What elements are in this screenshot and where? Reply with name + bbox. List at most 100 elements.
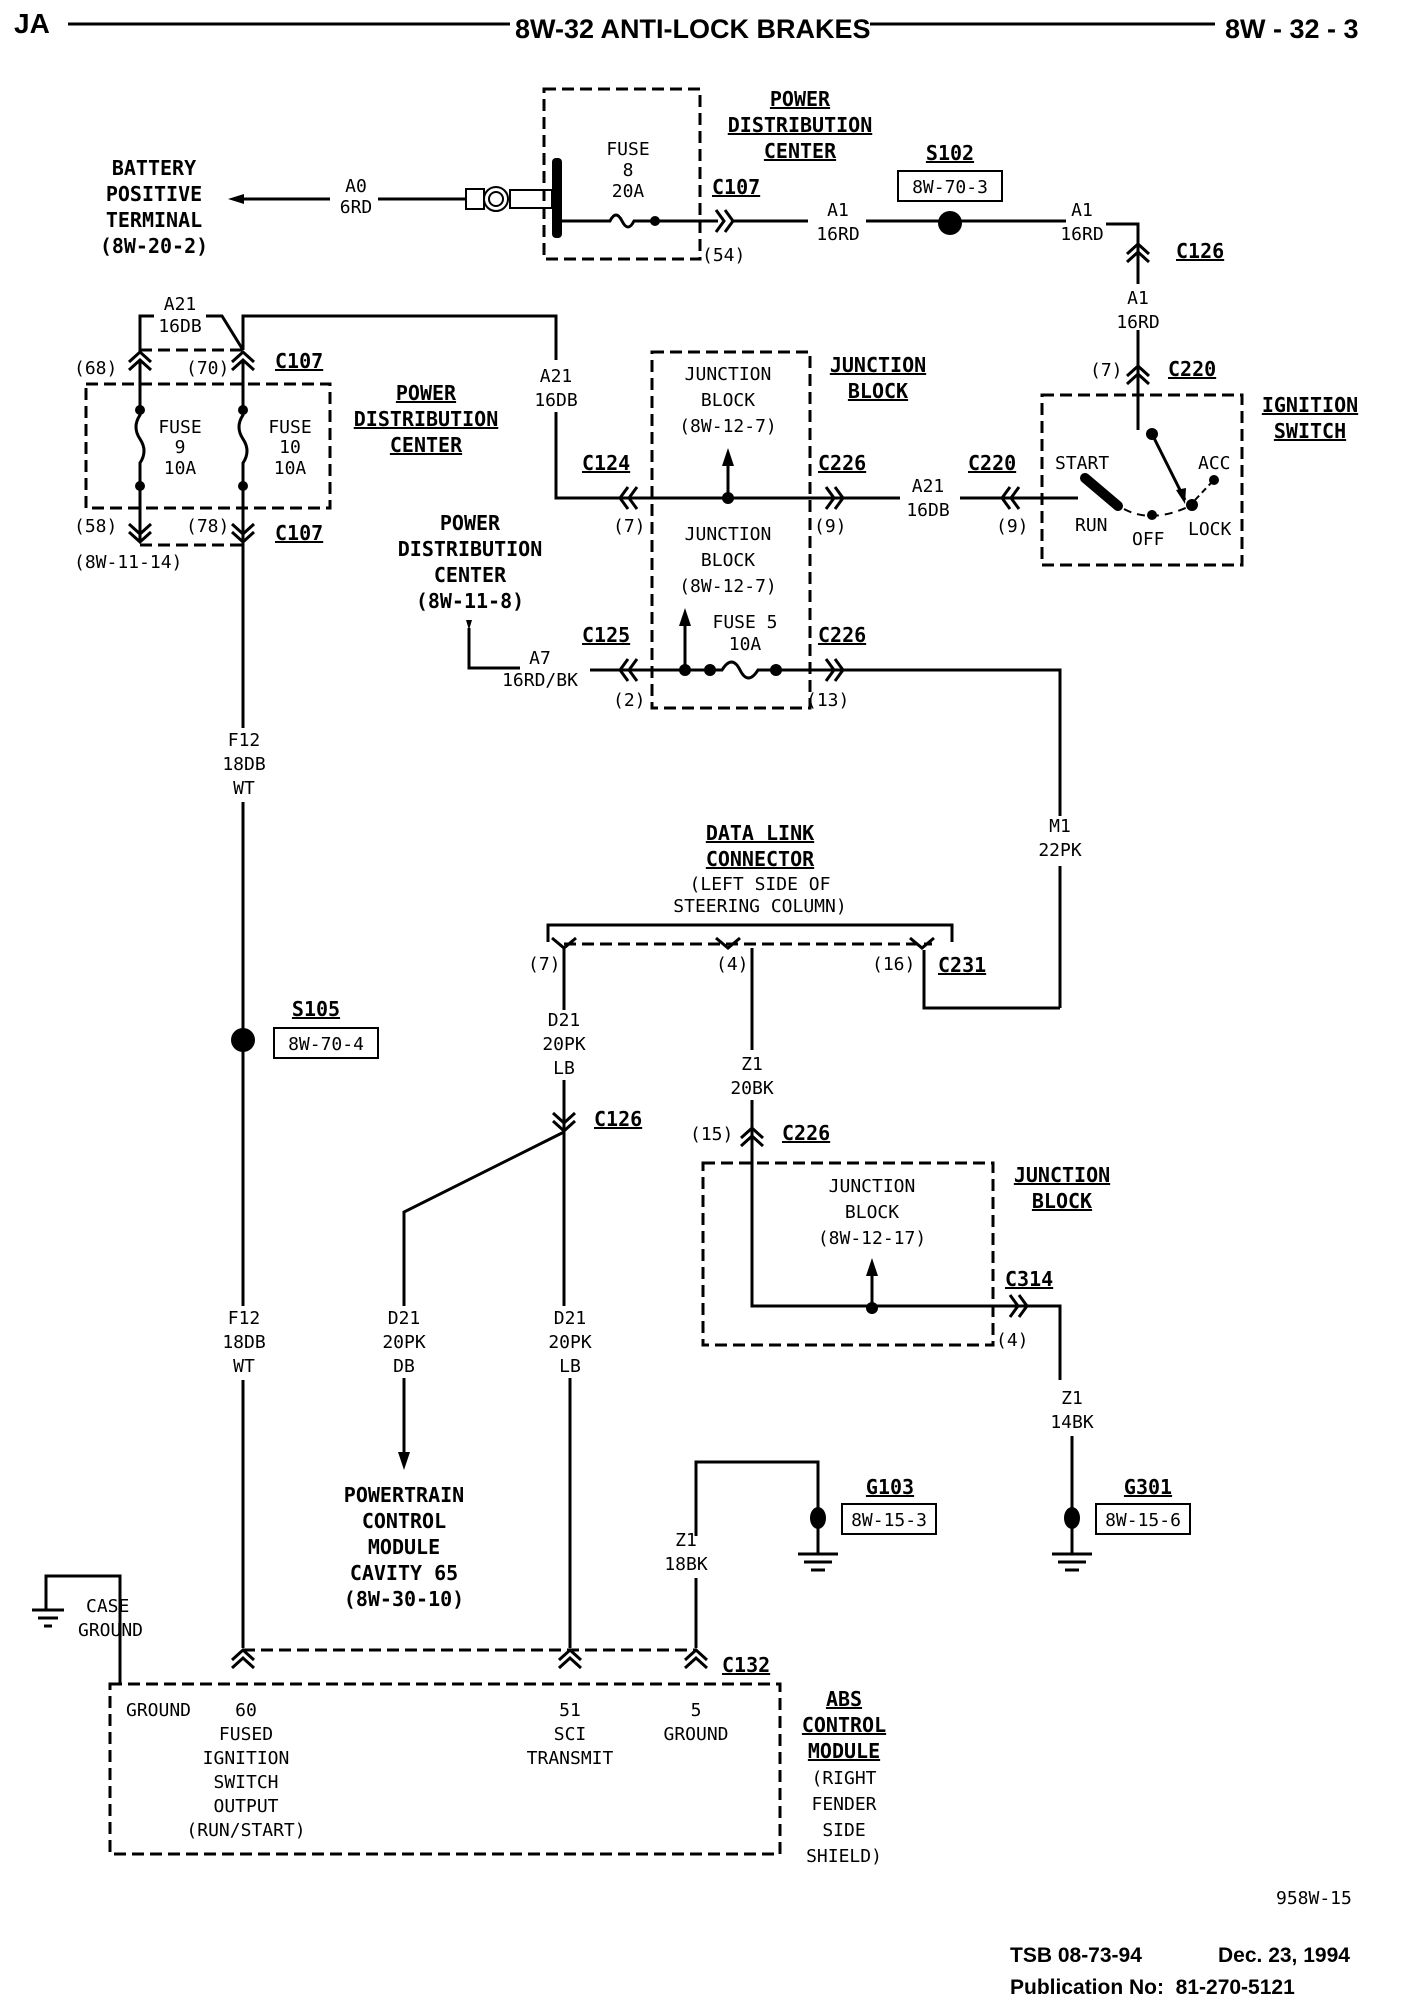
page-header: JA 8W-32 ANTI-LOCK BRAKES 8W - 32 - 3	[14, 8, 1359, 44]
abs-pin-51: SCI	[554, 1724, 587, 1745]
fuse-9-label: 10A	[164, 458, 197, 479]
terminal-ring-icon	[483, 186, 509, 212]
wire-a7	[467, 628, 520, 670]
battery-terminal: BATTERY POSITIVE TERMINAL (8W-20-2) A0 6…	[100, 156, 562, 258]
cavity-label: (2)	[613, 690, 646, 711]
wire-z1	[750, 1100, 1062, 1380]
wire-label: A0	[345, 176, 367, 197]
wire-label: LB	[553, 1058, 575, 1079]
connector-c132: C132	[722, 1653, 770, 1677]
junction-block-bottom-box	[701, 1161, 995, 1347]
terminal-stud-icon	[509, 189, 553, 209]
pcm-label: MODULE	[368, 1535, 440, 1559]
abs-pin-51: TRANSMIT	[527, 1748, 614, 1769]
connector-icon	[557, 1647, 583, 1670]
fuse-9-label: 9	[175, 437, 186, 458]
connector-icon	[714, 209, 735, 233]
wire-label: Z1	[741, 1054, 763, 1075]
switch-pos-acc: ACC	[1198, 453, 1231, 474]
cavity-label: (7)	[528, 954, 561, 975]
battery-label-3: TERMINAL	[106, 208, 202, 232]
switch-contact-acc	[1209, 475, 1219, 485]
junction-bottom-title: JUNCTION	[1014, 1163, 1110, 1187]
wire-label: A1	[1127, 288, 1149, 309]
connector-c226: C226	[818, 623, 866, 647]
abs-pin-60: IGNITION	[203, 1748, 290, 1769]
fuse-8-label: 20A	[612, 181, 645, 202]
junction-label: (8W-12-17)	[818, 1228, 926, 1249]
connector-icon	[824, 658, 845, 682]
label-bg	[1030, 816, 1090, 866]
junction-label: JUNCTION	[685, 364, 772, 385]
label-bg	[1120, 284, 1160, 330]
abs-pin-60: (RUN/START)	[186, 1820, 305, 1841]
connector-c107: C107	[275, 349, 323, 373]
connector-c126: C126	[594, 1107, 642, 1131]
pdc-left-title: POWER	[396, 381, 457, 405]
fuse-5-label: 10A	[729, 634, 762, 655]
pdc-ref-label: (8W-11-8)	[416, 589, 524, 613]
cavity-label: (9)	[996, 516, 1029, 537]
wire-label: A21	[164, 294, 197, 315]
abs-title: CONTROL	[802, 1713, 886, 1737]
connector-icon	[739, 1125, 765, 1148]
connector-icon	[1008, 1294, 1029, 1318]
ground-icon	[32, 1608, 64, 1628]
abs-pin-5: GROUND	[663, 1724, 728, 1745]
cavity-label: (4)	[716, 954, 749, 975]
wire-label: A7	[529, 648, 551, 669]
figure-id: 958W-15	[1276, 1888, 1352, 1909]
wire-label: M1	[1049, 816, 1071, 837]
pdc-ref-label: DISTRIBUTION	[398, 537, 543, 561]
connector-icon	[551, 1111, 577, 1134]
header-model: JA	[14, 8, 50, 39]
switch-pos-off: OFF	[1132, 529, 1165, 550]
switch-contact-off	[1147, 510, 1157, 520]
cavity-label: (4)	[996, 1330, 1029, 1351]
pdc-ref-label: POWER	[440, 511, 501, 535]
cavity-label: (54)	[702, 245, 745, 266]
cavity-label: (58)	[74, 516, 117, 537]
fuse-10-icon	[237, 360, 249, 970]
pdc-left-title: CENTER	[390, 433, 463, 457]
dlc-title: DATA LINK	[706, 821, 814, 845]
junction-label: JUNCTION	[829, 1176, 916, 1197]
junction-label: (8W-12-7)	[679, 576, 777, 597]
footer-date: Dec. 23, 1994	[1218, 1944, 1350, 1967]
connector-c107: C107	[275, 521, 323, 545]
arrow-icon	[466, 620, 472, 630]
junction-label: BLOCK	[701, 390, 755, 411]
ref-box	[841, 1503, 937, 1535]
footer-publication: Publication No: 81-270-5121	[1010, 1976, 1295, 1999]
connector-c107: C107	[712, 175, 760, 199]
ground-icon	[798, 1552, 838, 1572]
abs-subtitle: FENDER	[811, 1794, 876, 1815]
abs-pin-ground: GROUND	[126, 1700, 191, 1721]
wire-d21-db	[402, 1130, 565, 1306]
pcm-label: POWERTRAIN	[344, 1483, 464, 1507]
junction-block-top-box	[650, 350, 812, 710]
pcm-label: CAVITY 65	[350, 1561, 458, 1585]
pcm-label: CONTROL	[362, 1509, 446, 1533]
fuse-9-label: FUSE	[158, 417, 201, 438]
dlc-subtitle: (LEFT SIDE OF	[690, 874, 831, 895]
wire-label: A21	[912, 476, 945, 497]
wire-a1	[1106, 222, 1140, 430]
junction-label: BLOCK	[701, 550, 755, 571]
fuse-9-icon	[134, 360, 146, 540]
arrow-icon	[679, 608, 691, 626]
wire-label: F12	[228, 1308, 261, 1329]
connector-icon	[1000, 486, 1021, 510]
fuse-10-label: FUSE	[268, 417, 311, 438]
abs-pin-60: 60	[235, 1700, 257, 1721]
terminal-lug-icon	[465, 188, 485, 210]
junction-label: (8W-12-7)	[679, 416, 777, 437]
fuse-5-label: FUSE 5	[712, 612, 777, 633]
abs-pin-60: OUTPUT	[213, 1796, 278, 1817]
cavity-label: (7)	[1090, 360, 1123, 381]
switch-pos-run: RUN	[1075, 515, 1108, 536]
fuse-8-icon	[562, 213, 718, 229]
wire-label: DB	[393, 1356, 415, 1377]
connector-c226: C226	[818, 451, 866, 475]
